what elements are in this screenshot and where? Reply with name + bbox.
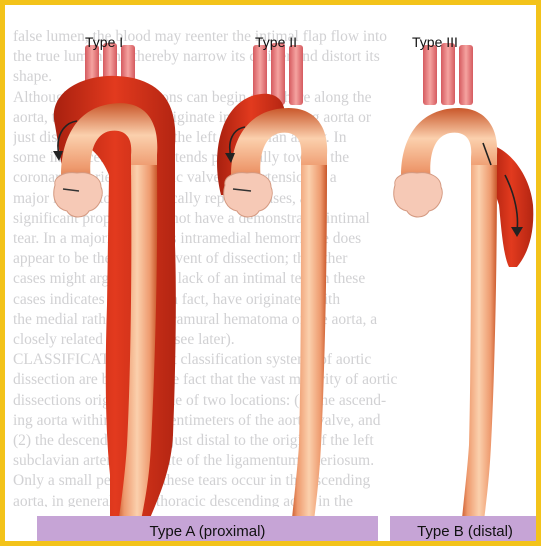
classification-bar: Type A (proximal) Type B (distal) [37, 516, 541, 546]
type-iii-branch-3 [459, 45, 473, 105]
type-iii-branch-2 [441, 43, 455, 105]
type-ii-label: Type II [255, 34, 297, 50]
type-iii-root [394, 173, 443, 217]
type-iii-descending [461, 165, 497, 530]
type-ii-aorta [217, 43, 327, 530]
type-i-root [54, 173, 103, 217]
type-iii-aorta [394, 43, 534, 530]
type-i-aorta [53, 43, 176, 530]
type-b-distal-bar: Type B (distal) [390, 516, 540, 546]
type-a-proximal-bar: Type A (proximal) [37, 516, 378, 546]
type-iii-branch-1 [423, 45, 437, 105]
type-iii-label: Type III [412, 34, 458, 50]
type-ii-root [224, 173, 273, 217]
aorta-illustrations [5, 5, 536, 541]
type-ii-descending [291, 165, 327, 530]
type-ii-branch-3 [289, 45, 303, 105]
type-i-label: Type I [85, 34, 123, 50]
